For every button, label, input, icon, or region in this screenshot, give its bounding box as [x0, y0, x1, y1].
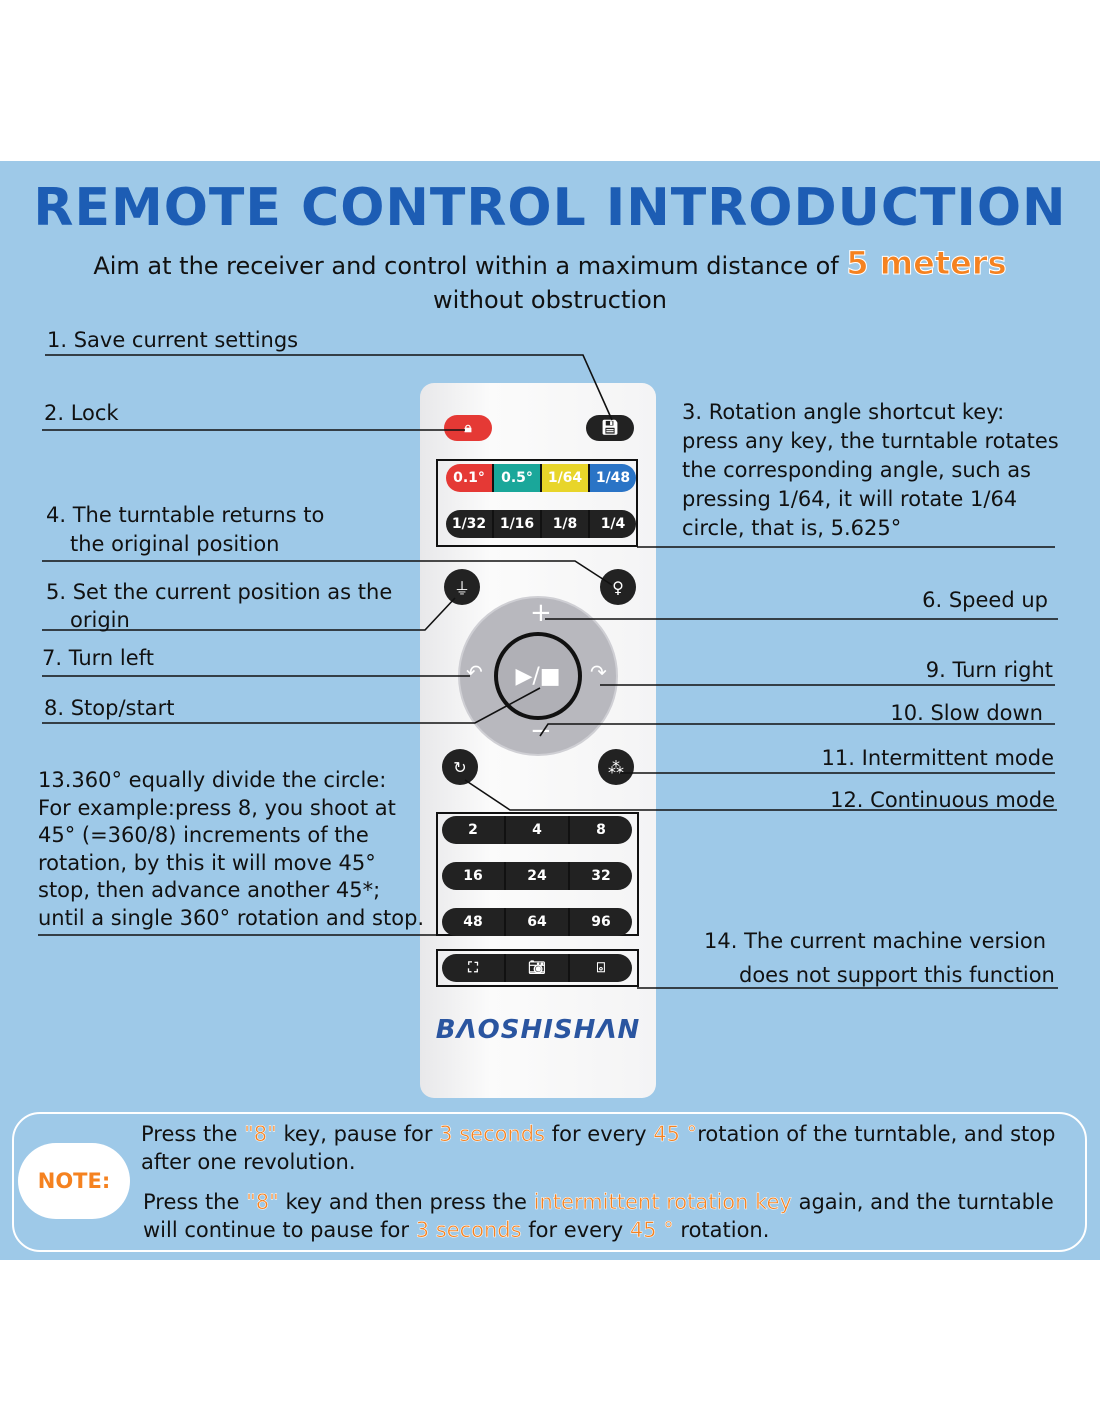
turn-left-button[interactable]: ↶	[466, 660, 483, 684]
angle-key[interactable]: 0.1°	[446, 464, 494, 492]
note-highlight: "8"	[244, 1122, 277, 1147]
number-key[interactable]: 8	[570, 816, 632, 844]
continuous-mode-button[interactable]: ↻	[442, 749, 478, 785]
set-origin-button[interactable]: ⏚	[444, 569, 480, 605]
slow-down-button[interactable]: −	[530, 716, 552, 746]
label-continuous-mode: 12. Continuous mode	[830, 788, 1055, 812]
subtitle-text: Aim at the receiver and control within a…	[93, 252, 847, 280]
label-slow-down: 10. Slow down	[890, 701, 1043, 725]
speed-up-button[interactable]: +	[530, 598, 552, 628]
note-text: key, pause for	[276, 1122, 440, 1146]
brand-logo: BΛOSHISHΛN	[435, 1015, 641, 1045]
number-key[interactable]: 2	[442, 816, 506, 844]
angle-keypad-frame	[436, 459, 638, 547]
note-text: rotation of the turntable, and stop afte…	[141, 1122, 1056, 1174]
number-key[interactable]: 4	[506, 816, 570, 844]
camera-icon[interactable]: 📷︎	[506, 954, 570, 982]
note-text: rotation.	[673, 1218, 770, 1242]
number-key[interactable]: 64	[506, 908, 570, 936]
subtitle-line2: without obstruction	[433, 286, 667, 314]
note-text: Press the	[143, 1190, 247, 1214]
note-box	[12, 1112, 1087, 1252]
distance-highlight: 5 meters	[846, 244, 1007, 283]
note-highlight: 3 seconds	[415, 1218, 522, 1243]
label-intermittent-mode: 11. Intermittent mode	[821, 746, 1054, 770]
subtitle: Aim at the receiver and control within a…	[0, 244, 1100, 283]
label-equal-divide: 13.360° equally divide the circle:For ex…	[38, 768, 425, 930]
note-text: again, and the turntable will continue t…	[143, 1190, 1054, 1242]
direction-dial: + − ↶ ↷ ▶/■	[458, 596, 618, 756]
lock-button[interactable]: 🔒︎	[444, 415, 492, 441]
note-highlight: 3 seconds	[439, 1122, 546, 1147]
intermittent-mode-button[interactable]: ⁂	[598, 749, 634, 785]
angle-key[interactable]: 0.5°	[494, 464, 542, 492]
label-lock: 2. Lock	[44, 401, 119, 425]
note-paragraph-2: Press the "8" key and then press the int…	[143, 1188, 1073, 1244]
unsupported-key-row: ⛶📷︎⌻	[442, 954, 632, 982]
number-key[interactable]: 48	[442, 908, 506, 936]
note-text: key and then press the	[278, 1190, 534, 1214]
play-stop-button[interactable]: ▶/■	[494, 632, 582, 720]
angle-key[interactable]: 1/48	[590, 464, 636, 492]
label-save-settings: 1. Save current settings	[47, 328, 299, 352]
number-key[interactable]: 16	[442, 862, 506, 890]
label-turn-left: 7. Turn left	[42, 646, 154, 670]
unsupported-keys-frame	[436, 949, 639, 987]
fraction-key[interactable]: 1/16	[494, 510, 542, 538]
note-badge: NOTE:	[18, 1143, 130, 1219]
angle-key[interactable]: 1/64	[542, 464, 590, 492]
note-highlight: 45 °	[653, 1122, 698, 1147]
label-turn-right: 9. Turn right	[925, 658, 1053, 682]
note-text: for every	[545, 1122, 654, 1146]
number-key[interactable]: 32	[570, 862, 632, 890]
note-text: Press the	[141, 1122, 245, 1146]
label-stop-start: 8. Stop/start	[44, 696, 175, 720]
note-highlight: intermittent rotation key	[533, 1190, 792, 1215]
fraction-key[interactable]: 1/4	[590, 510, 636, 538]
fullscreen-icon[interactable]: ⛶	[442, 954, 506, 982]
number-key[interactable]: 24	[506, 862, 570, 890]
note-paragraph-1: Press the "8" key, pause for 3 seconds f…	[141, 1120, 1071, 1176]
capture-icon[interactable]: ⌻	[570, 954, 632, 982]
label-rotation-angle: 3. Rotation angle shortcut key:press any…	[682, 400, 1059, 540]
fraction-key[interactable]: 1/32	[446, 510, 494, 538]
number-key[interactable]: 96	[570, 908, 632, 936]
note-text: for every	[521, 1218, 630, 1242]
return-origin-button[interactable]: ♀	[600, 569, 636, 605]
save-button[interactable]: 💾︎	[586, 415, 634, 441]
note-highlight: 45 °	[629, 1218, 674, 1243]
fraction-key[interactable]: 1/8	[542, 510, 590, 538]
note-highlight: "8"	[246, 1190, 279, 1215]
turn-right-button[interactable]: ↷	[590, 660, 607, 684]
page-title: REMOTE CONTROL INTRODUCTION	[33, 178, 1067, 238]
label-speed-up: 6. Speed up	[922, 588, 1048, 612]
